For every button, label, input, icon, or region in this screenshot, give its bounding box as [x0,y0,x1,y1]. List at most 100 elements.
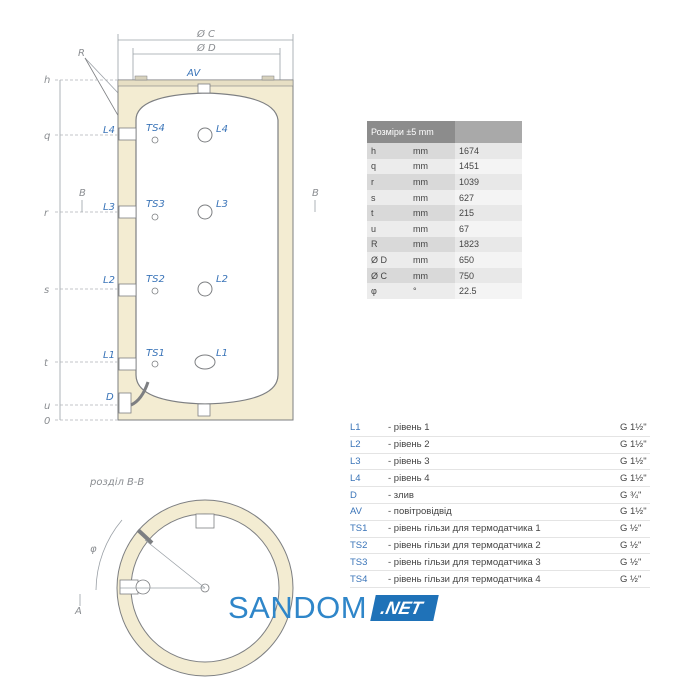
legend-row: TS3 - рівень гільзи для термодатчика 3 G ½… [350,554,650,572]
dim-symbol: r [371,176,374,187]
label-l2-right: L2 [216,274,228,285]
dim-value: 1823 [459,239,480,250]
a-label: A [74,606,82,617]
legend-desc: - повітровідвід [388,506,452,518]
legend-code: L1 [350,422,361,434]
legend-code: TS2 [350,539,368,551]
label-l2-left: L2 [103,275,115,286]
dim-symbol: u [371,223,377,234]
legend-row: TS4 - рівень гільзи для термодатчика 4 G ½… [350,571,650,588]
legend-size: G ½" [620,573,642,585]
legend-size: G ½" [620,539,642,551]
dim-rbig-label: R [78,48,85,59]
label-l4-left: L4 [103,125,115,136]
dim-d-label: Ø D [196,42,216,54]
dim-symbol: Ø D [371,254,388,265]
dimensions-row: Ø D mm 650 [367,252,522,268]
dim-q-label: q [44,131,50,142]
dimensions-table-header: Розміри ±5 mm [367,121,522,143]
dim-unit: ° [413,286,417,297]
dim-zero-label: 0 [44,416,50,427]
dim-symbol: R [371,239,378,250]
legend-code: TS4 [350,573,368,585]
legend-desc: - рівень гільзи для термодатчика 1 [388,523,541,535]
dim-unit: mm [413,176,428,187]
legend-code: D [350,489,357,501]
dim-symbol: h [371,145,377,156]
legend-size: G ½" [620,523,642,535]
label-av: AV [186,68,201,79]
legend: L1 - рівень 1 G 1½" L2 - рівень 2 G 1½" L3 - рі… [350,420,650,588]
legend-row: TS1 - рівень гільзи для термодатчика 1 G ½… [350,521,650,538]
label-ts4: TS4 [146,123,165,134]
legend-desc: - рівень гільзи для термодатчика 3 [388,556,541,568]
label-d: D [106,392,114,403]
legend-size: G ½" [620,556,642,568]
legend-desc: - рівень 2 [388,439,430,451]
dim-unit: mm [413,239,428,250]
label-ts2: TS2 [146,274,165,285]
dim-value: 627 [459,192,475,203]
legend-size: G ¾" [620,489,642,501]
dimensions-row: t mm 215 [367,205,522,221]
legend-code: TS1 [350,523,368,535]
label-l3-right: L3 [216,199,228,210]
dimensions-header-label: Розміри ±5 mm [371,127,434,137]
dim-unit: mm [413,223,428,234]
dim-value: 1674 [459,145,480,156]
section-label: розділ B-B [90,477,145,488]
label-l3-left: L3 [103,202,115,213]
legend-desc: - рівень 1 [388,422,430,434]
dim-h-label: h [44,75,50,86]
legend-desc: - рівень 3 [388,455,430,467]
dim-value: 650 [459,254,475,265]
dim-symbol: q [371,161,377,172]
dim-unit: mm [413,208,428,219]
dim-value: 67 [459,223,470,234]
legend-size: G 1½" [620,439,647,451]
top-dimensions: Ø C Ø D R [78,28,294,96]
label-ts1: TS1 [146,348,165,359]
brand-word: SANDOM [228,590,368,625]
legend-size: G 1½" [620,422,647,434]
dim-value: 750 [459,270,475,281]
dim-unit: mm [413,161,428,172]
legend-size: G 1½" [620,472,647,484]
brand-suffix: .NET [370,595,439,621]
tank-body [117,75,294,421]
tank-labels: AV L4 TS4 L4 L3 TS3 L3 L2 TS2 L2 L1 TS1 … [103,68,228,403]
dimensions-row: Ø C mm 750 [367,267,522,284]
legend-row: L1 - рівень 1 G 1½" [350,420,650,437]
legend-size: G 1½" [620,455,647,467]
legend-row: AV - повітровідвід G 1½" [350,504,650,521]
dim-value: 1039 [459,176,480,187]
legend-code: TS3 [350,556,368,568]
legend-desc: - злив [388,489,414,501]
legend-code: L2 [350,439,361,451]
dim-s-label: s [44,285,49,296]
dim-r-label: r [44,208,49,219]
label-l1-left: L1 [103,350,115,361]
b-left-label: B [79,188,86,199]
label-l1-right: L1 [216,348,228,359]
dim-c-label: Ø C [196,28,215,40]
legend-code: L3 [350,455,361,467]
legend-code: AV [350,506,362,518]
dim-symbol: φ [371,286,377,297]
legend-desc: - рівень гільзи для термодатчика 4 [388,573,541,585]
legend-size: G 1½" [620,506,647,518]
dim-unit: mm [413,270,428,281]
dim-u-label: u [44,401,50,412]
dim-symbol: Ø C [371,270,388,281]
dim-symbol: t [371,208,374,219]
dim-unit: mm [413,254,428,265]
dim-value: 215 [459,208,475,219]
dim-symbol: s [371,192,376,203]
left-dimensions: h q r s t u 0 B B [44,75,319,427]
